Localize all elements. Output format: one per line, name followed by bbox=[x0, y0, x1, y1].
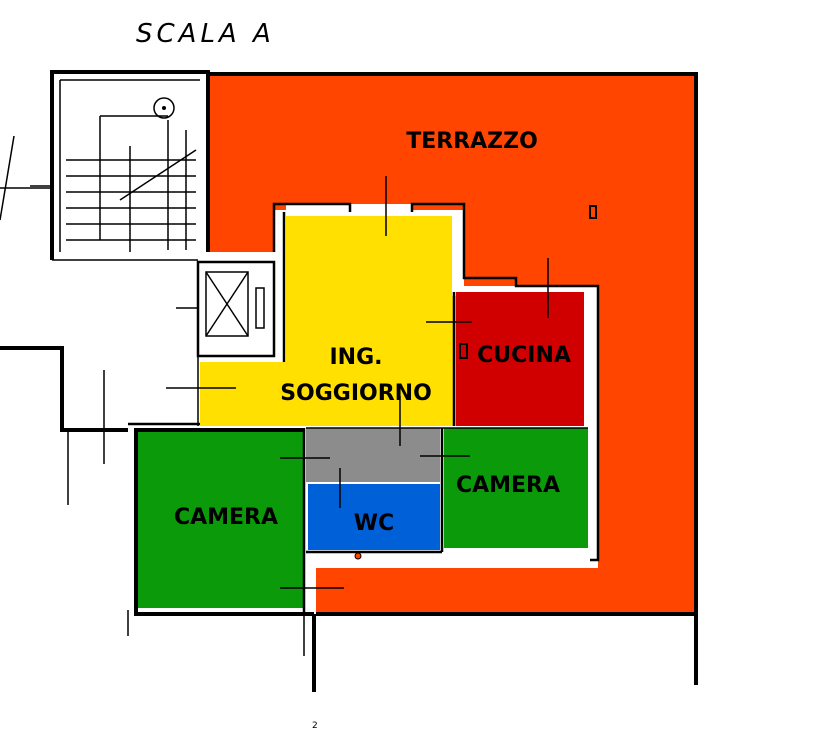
label-soggiorno: SOGGIORNO bbox=[280, 381, 432, 406]
stair-label: SCALA A bbox=[136, 19, 275, 49]
label-terrazzo: TERRAZZO bbox=[406, 129, 538, 154]
walls bbox=[0, 70, 698, 692]
label-wc: WC bbox=[354, 511, 394, 536]
label-camera-right: CAMERA bbox=[456, 473, 560, 498]
footer-mark: 2 bbox=[312, 721, 318, 730]
room-wc[interactable] bbox=[308, 484, 440, 550]
label-cucina: CUCINA bbox=[477, 343, 571, 368]
label-camera-left: CAMERA bbox=[174, 505, 278, 530]
room-terrazzo[interactable] bbox=[208, 76, 694, 612]
room-camera-right[interactable] bbox=[444, 428, 588, 548]
room-disimpegno[interactable] bbox=[306, 428, 440, 482]
door-marks bbox=[30, 176, 597, 589]
label-ingresso: ING. bbox=[329, 345, 382, 370]
room-ingresso-soggiorno[interactable] bbox=[200, 216, 458, 426]
room-cucina[interactable] bbox=[456, 292, 584, 426]
room-camera-left[interactable] bbox=[138, 430, 304, 608]
staircase bbox=[66, 97, 197, 252]
